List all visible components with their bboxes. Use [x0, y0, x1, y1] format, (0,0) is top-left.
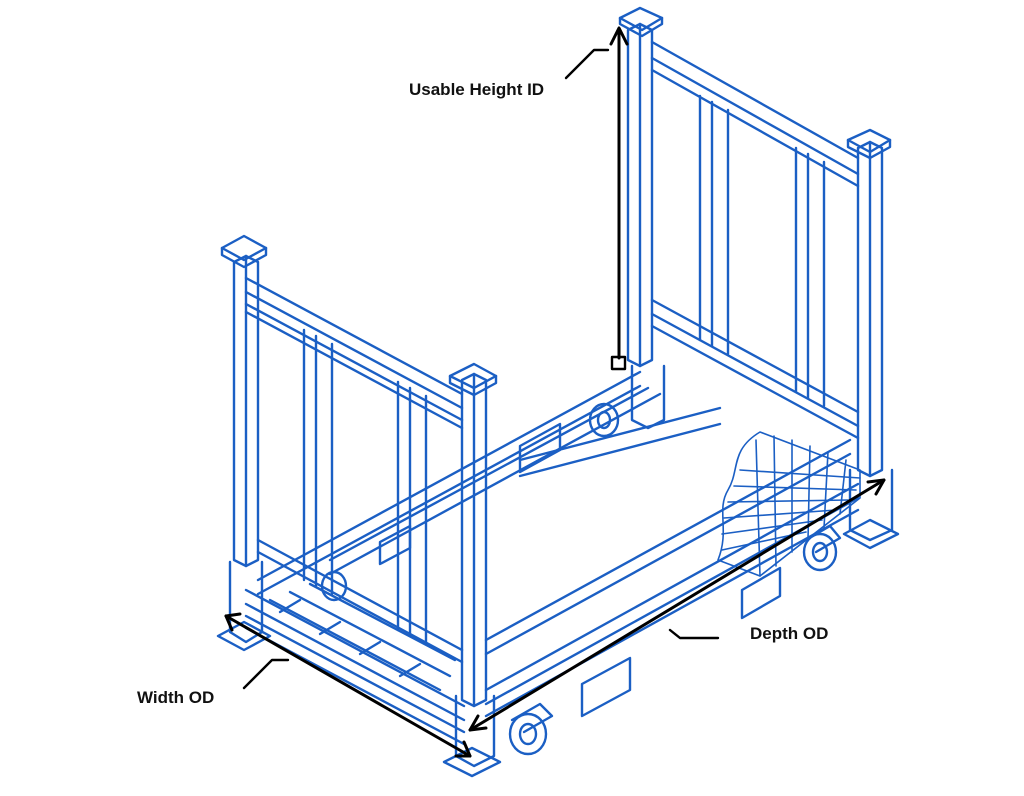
rack-frame: [216, 6, 900, 778]
arrow-up-icon: [609, 26, 629, 46]
wire-mesh-deck: [717, 431, 861, 577]
arrow-head-icon: [866, 478, 886, 496]
base-frame: [244, 364, 860, 746]
caster-wheels: [320, 402, 842, 756]
depth-dimension: [468, 478, 886, 732]
width-label: Width OD: [137, 688, 215, 707]
back-end-frame: [618, 6, 900, 550]
width-dimension: [224, 612, 472, 758]
dimension-lines: [224, 26, 886, 758]
arrow-head-icon: [454, 740, 472, 758]
depth-label: Depth OD: [750, 624, 829, 643]
front-end-frame: [216, 234, 502, 778]
usable-height-label: Usable Height ID: [409, 80, 545, 99]
arrow-head-icon: [224, 612, 242, 632]
usable-height-dimension: [564, 26, 629, 371]
arrow-head-icon: [468, 714, 488, 732]
